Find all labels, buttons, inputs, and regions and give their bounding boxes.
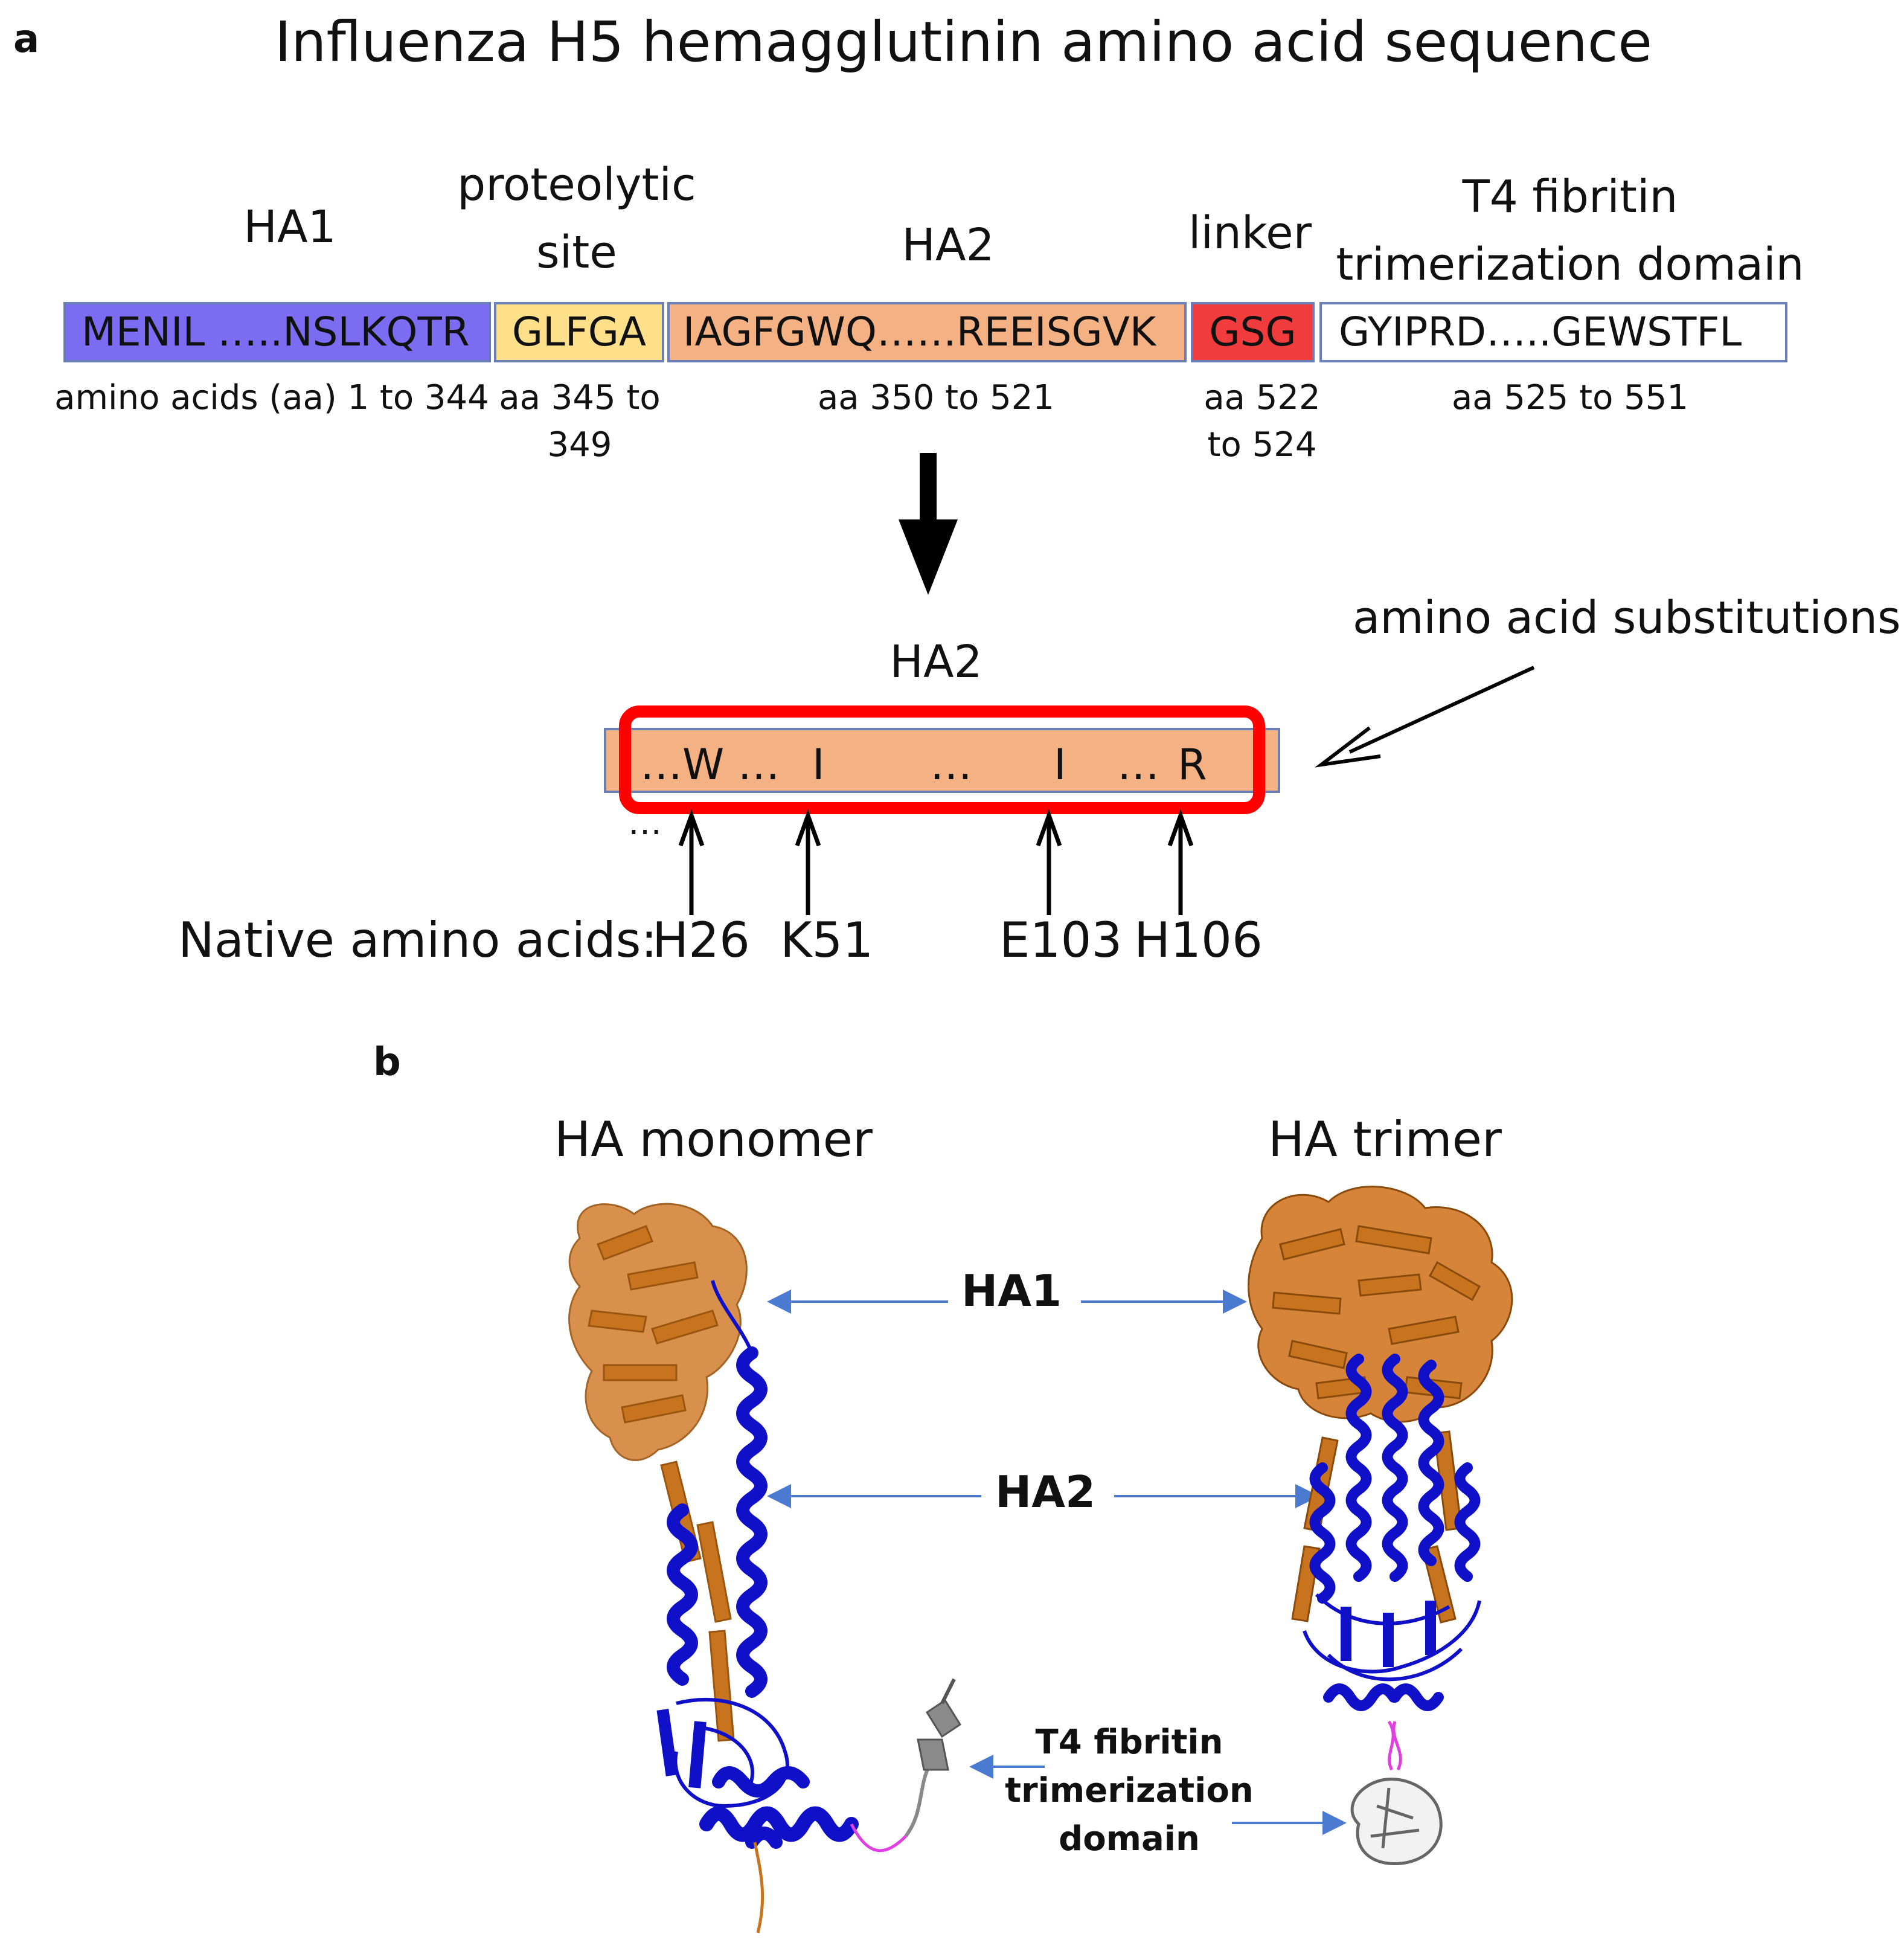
sequence-segment-proteolytic-site: GLFGA (494, 302, 664, 362)
substitution-label: amino acid substitutions (1353, 592, 1901, 644)
range-label-linker: aa 522 to 524 (1204, 378, 1321, 464)
ha2-detail-title: HA2 (889, 636, 982, 688)
ha2-detail-box (604, 728, 1280, 793)
segment-label-t4-fibritin: T4 fibritin trimerization domain (1336, 171, 1804, 291)
substitution-highlight-frame (619, 705, 1265, 814)
segment-label-linker: linker (1188, 207, 1312, 259)
panel-a-letter: a (13, 17, 40, 62)
residue-r: R (1178, 740, 1207, 789)
monomer-ha1-domain (568, 1203, 748, 1742)
sequence-segment-t4-fibritin: GYIPRD…..GEWSTFL (1319, 302, 1787, 362)
monomer-t4-domain (904, 1678, 962, 1837)
residue-i-103: I (1054, 740, 1066, 789)
trimer-title: HA trimer (1268, 1111, 1502, 1168)
native-k51: K51 (780, 912, 874, 968)
t4-arrows (969, 1755, 1347, 1835)
residue-gap: … (930, 740, 972, 789)
residue-i-51: I (812, 740, 825, 789)
sequence-segment-ha2: IAGFGWQ……REEISGVK (667, 302, 1187, 362)
range-label-t4-fibritin: aa 525 to 551 (1451, 378, 1689, 417)
segment-label-ha1: HA1 (243, 201, 336, 253)
native-e103: E103 (999, 912, 1123, 968)
native-h26: H26 (652, 912, 750, 968)
native-h106: H106 (1134, 912, 1263, 968)
range-label-proteolytic-site: aa 345 to 349 (499, 378, 661, 464)
segment-label-ha2: HA2 (902, 219, 995, 271)
big-down-arrow (899, 453, 958, 595)
native-amino-acids-label: Native amino acids: (178, 912, 658, 968)
residue-gap-2: … (1117, 740, 1159, 789)
left-ellipsis: … (628, 803, 662, 843)
monomer-ha2-domain (667, 1346, 810, 1849)
panel-b-letter: b (373, 1040, 401, 1085)
panel-a-title: Influenza H5 hemagglutinin amino acid se… (275, 10, 1652, 74)
substitution-pointer-arrow (1315, 666, 1535, 768)
sequence-segment-linker: GSG (1191, 302, 1315, 362)
ha-trimer-structure (1248, 1186, 1513, 1866)
trimer-ha2-domain (1309, 1354, 1481, 1711)
trimer-t4-domain (1350, 1778, 1443, 1866)
t4-annotation: T4 fibritin trimerization domain (1005, 1723, 1254, 1859)
ha2-annotation: HA2 (995, 1467, 1096, 1517)
segment-label-proteolytic-site: proteolytic site (457, 159, 696, 278)
ha1-annotation: HA1 (961, 1265, 1062, 1316)
residue-w: …W … (640, 740, 780, 789)
sequence-segment-ha1: MENIL …..NSLKQTR (63, 302, 491, 362)
range-label-ha2: aa 350 to 521 (817, 378, 1055, 417)
range-label-ha1: amino acids (aa) 1 to 344 (54, 378, 489, 417)
native-residue-arrows (678, 809, 1194, 915)
ha-monomer-structure (568, 1203, 962, 1933)
monomer-title: HA monomer (554, 1111, 873, 1168)
